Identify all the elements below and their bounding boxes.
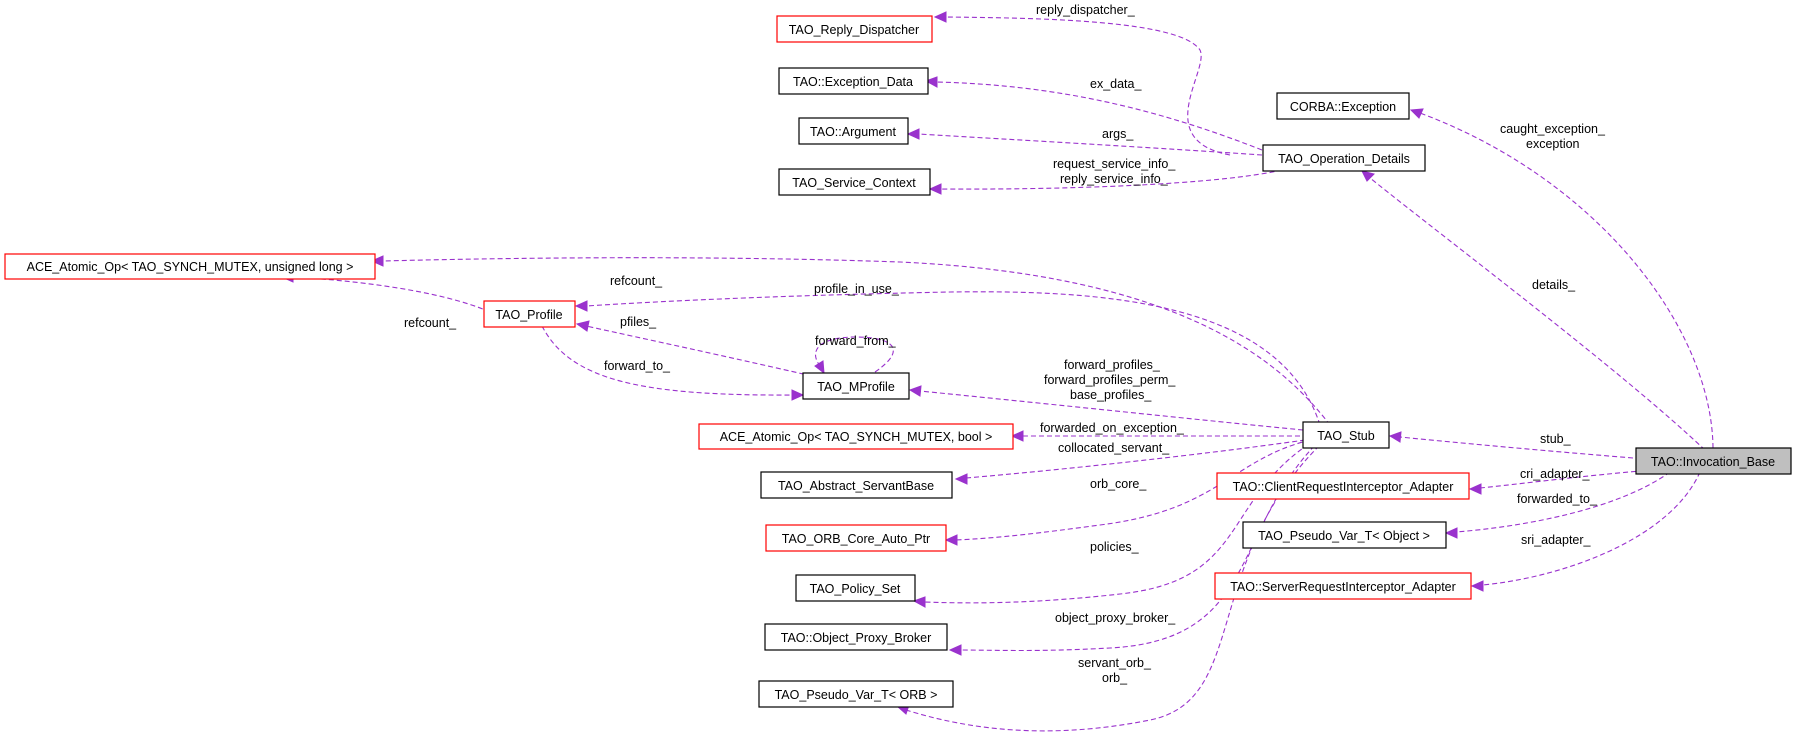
edge-label-forwarded-to: forwarded_to_ <box>1517 492 1598 506</box>
node-reply-dispatcher[interactable]: TAO_Reply_Dispatcher <box>776 15 933 43</box>
edge-label-pfiles: pfiles_ <box>620 315 657 329</box>
svg-text:ACE_Atomic_Op< TAO_SYNCH_MUTEX: ACE_Atomic_Op< TAO_SYNCH_MUTEX, unsigned… <box>27 260 354 274</box>
svg-text:TAO_Pseudo_Var_T< Object >: TAO_Pseudo_Var_T< Object > <box>1258 529 1430 543</box>
edge-label-forward-profiles-perm: forward_profiles_perm_ <box>1044 373 1176 387</box>
node-client-request-interceptor-adapter[interactable]: TAO::ClientRequestInterceptor_Adapter <box>1216 472 1470 500</box>
node-profile[interactable]: TAO_Profile <box>483 300 576 328</box>
edge-label-reply-service-info: reply_service_info_ <box>1060 172 1169 186</box>
edge-label-args: args_ <box>1102 127 1134 141</box>
edge-label-caught-exception: caught_exception_ <box>1500 122 1606 136</box>
edge-label-orb: orb_ <box>1102 671 1128 685</box>
edge-forward-profiles: forward_profiles_ forward_profiles_perm_… <box>908 358 1304 431</box>
edge-profile-in-use: profile_in_use_ <box>574 282 1321 426</box>
edge-service-info: request_service_info_ reply_service_info… <box>928 157 1291 195</box>
edge-profile-refcount: refcount_ <box>280 271 491 330</box>
edge-label-exception: exception <box>1526 137 1580 151</box>
svg-text:TAO::ClientRequestInterceptor_: TAO::ClientRequestInterceptor_Adapter <box>1233 480 1454 494</box>
edge-forwarded-to: forwarded_to_ <box>1444 471 1671 539</box>
edge-label-stub-refcount: refcount_ <box>610 274 663 288</box>
edge-label-stub: stub_ <box>1540 432 1572 446</box>
edge-sri-adapter: sri_adapter_ <box>1470 471 1701 592</box>
edge-label-base-profiles: base_profiles_ <box>1070 388 1152 402</box>
node-operation-details[interactable]: TAO_Operation_Details <box>1262 144 1426 172</box>
edge-label-reply-dispatcher: reply_dispatcher_ <box>1036 3 1136 17</box>
node-pseudo-var-orb[interactable]: TAO_Pseudo_Var_T< ORB > <box>758 680 954 708</box>
node-invocation-base[interactable]: TAO::Invocation_Base <box>1635 447 1792 475</box>
node-atomic-op-bool[interactable]: ACE_Atomic_Op< TAO_SYNCH_MUTEX, bool > <box>698 423 1014 450</box>
node-stub[interactable]: TAO_Stub <box>1302 421 1390 449</box>
edge-label-orb-core: orb_core_ <box>1090 477 1147 491</box>
edge-label-forward-to: forward_to_ <box>604 359 671 373</box>
edge-cri-adapter: cri_adapter_ <box>1468 467 1653 495</box>
edge-label-details: details_ <box>1532 278 1576 292</box>
node-corba-exception[interactable]: CORBA::Exception <box>1276 92 1410 120</box>
svg-text:TAO_Pseudo_Var_T< ORB >: TAO_Pseudo_Var_T< ORB > <box>775 688 938 702</box>
edge-collocated-servant: collocated_servant_ <box>954 439 1306 485</box>
edge-label-object-proxy-broker: object_proxy_broker_ <box>1055 611 1176 625</box>
svg-text:TAO_Profile: TAO_Profile <box>495 308 562 322</box>
edge-label-collocated-servant: collocated_servant_ <box>1058 441 1170 455</box>
svg-text:ACE_Atomic_Op< TAO_SYNCH_MUTEX: ACE_Atomic_Op< TAO_SYNCH_MUTEX, bool > <box>720 430 993 444</box>
node-server-request-interceptor-adapter[interactable]: TAO::ServerRequestInterceptor_Adapter <box>1214 572 1472 600</box>
edge-ex-data: ex_data_ <box>924 76 1263 151</box>
edge-label-request-service-info: request_service_info_ <box>1053 157 1176 171</box>
edge-label-forwarded-on-exception: forwarded_on_exception_ <box>1040 421 1185 435</box>
edge-forwarded-on-exception: forwarded_on_exception_ <box>1010 421 1300 442</box>
svg-text:TAO_Policy_Set: TAO_Policy_Set <box>810 582 901 596</box>
node-object-proxy-broker[interactable]: TAO::Object_Proxy_Broker <box>764 623 948 651</box>
edge-details: details_ <box>1361 170 1706 451</box>
node-orb-core-auto-ptr[interactable]: TAO_ORB_Core_Auto_Ptr <box>765 524 947 552</box>
edge-label-servant-orb: servant_orb_ <box>1078 656 1152 670</box>
svg-text:TAO::Object_Proxy_Broker: TAO::Object_Proxy_Broker <box>781 631 932 645</box>
edge-reply-dispatcher: reply_dispatcher_ <box>933 3 1231 156</box>
edge-stub: stub_ <box>1388 431 1634 459</box>
svg-text:TAO_Stub: TAO_Stub <box>1317 429 1374 443</box>
svg-text:TAO::Exception_Data: TAO::Exception_Data <box>793 75 913 89</box>
edge-label-policies: policies_ <box>1090 540 1140 554</box>
svg-text:TAO_Operation_Details: TAO_Operation_Details <box>1278 152 1410 166</box>
node-argument[interactable]: TAO::Argument <box>798 117 909 145</box>
edge-args: args_ <box>906 127 1263 156</box>
svg-text:CORBA::Exception: CORBA::Exception <box>1290 100 1396 114</box>
node-service-context[interactable]: TAO_Service_Context <box>778 168 931 196</box>
edge-forward-from: forward_from_ <box>814 334 897 375</box>
edge-pfiles: pfiles_ <box>575 315 813 377</box>
edge-stub-refcount: refcount_ <box>370 255 1331 426</box>
edge-label-profile-refcount: refcount_ <box>404 316 457 330</box>
edge-label-sri-adapter: sri_adapter_ <box>1521 533 1592 547</box>
svg-text:TAO_Service_Context: TAO_Service_Context <box>792 176 916 190</box>
svg-text:TAO::Invocation_Base: TAO::Invocation_Base <box>1651 455 1775 469</box>
svg-text:TAO::Argument: TAO::Argument <box>810 125 896 139</box>
node-atomic-op-ulong[interactable]: ACE_Atomic_Op< TAO_SYNCH_MUTEX, unsigned… <box>4 253 376 280</box>
edge-caught-exception: caught_exception_ exception <box>1409 108 1714 449</box>
edge-label-profile-in-use: profile_in_use_ <box>814 282 900 296</box>
node-policy-set[interactable]: TAO_Policy_Set <box>795 574 916 602</box>
node-abstract-servant-base[interactable]: TAO_Abstract_ServantBase <box>760 471 953 499</box>
svg-text:TAO_Reply_Dispatcher: TAO_Reply_Dispatcher <box>789 23 919 37</box>
svg-text:TAO_MProfile: TAO_MProfile <box>817 380 895 394</box>
svg-text:TAO_ORB_Core_Auto_Ptr: TAO_ORB_Core_Auto_Ptr <box>782 532 930 546</box>
edge-label-cri-adapter: cri_adapter_ <box>1520 467 1591 481</box>
edge-forward-to: forward_to_ <box>541 325 805 401</box>
svg-text:TAO::ServerRequestInterceptor_: TAO::ServerRequestInterceptor_Adapter <box>1230 580 1456 594</box>
edge-label-ex-data: ex_data_ <box>1090 77 1142 91</box>
node-exception-data[interactable]: TAO::Exception_Data <box>778 67 929 95</box>
edge-label-forward-profiles: forward_profiles_ <box>1064 358 1161 372</box>
edge-label-forward-from: forward_from_ <box>815 334 897 348</box>
edge-orb-core: orb_core_ <box>944 439 1311 546</box>
node-mprofile[interactable]: TAO_MProfile <box>802 372 910 400</box>
node-pseudo-var-object[interactable]: TAO_Pseudo_Var_T< Object > <box>1242 521 1447 549</box>
edge-policies: policies_ <box>912 439 1316 608</box>
svg-text:TAO_Abstract_ServantBase: TAO_Abstract_ServantBase <box>778 479 934 493</box>
